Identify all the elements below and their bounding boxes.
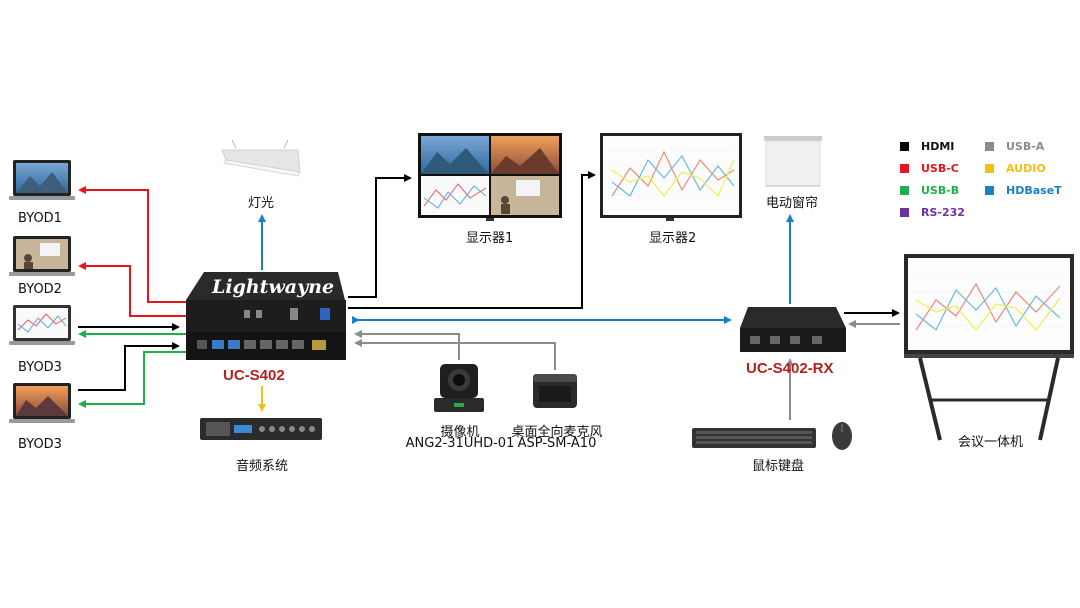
- byod1-label: BYOD1: [18, 211, 62, 226]
- hdmi-inputs: [78, 323, 180, 391]
- ptz-camera-icon: [434, 364, 484, 412]
- legend-swatch-audio: [985, 164, 994, 173]
- mic-model-label: ASP-SM-A10: [517, 436, 597, 451]
- display2-label: 显示器2: [649, 231, 697, 246]
- legend-swatch-hdbaset: [985, 186, 994, 195]
- switcher-brand-logo: Lightwayne: [212, 276, 335, 298]
- curtain-icon: [764, 136, 822, 187]
- switcher-model-label: UC-S402: [223, 367, 285, 384]
- switcher-uc-s402-icon: [186, 272, 346, 360]
- byod3-label-b: BYOD3: [18, 437, 62, 452]
- legend-rs232: RS-232: [900, 206, 965, 219]
- laptop-byod3-landscape-icon: [9, 383, 75, 423]
- conference-panel-icon: [904, 254, 1074, 441]
- legend-hdmi: HDMI: [900, 140, 954, 153]
- audio-processor-icon: [200, 418, 322, 440]
- legend-usb-b: USB-B: [900, 184, 959, 197]
- legend-usb-a: USB-A: [985, 140, 1044, 153]
- display2-icon: [600, 133, 742, 221]
- keyboard-icon: [692, 428, 816, 448]
- display1-label: 显示器1: [466, 231, 514, 246]
- legend-label-rs232: RS-232: [921, 206, 965, 219]
- legend-label-usb-b: USB-B: [921, 184, 960, 197]
- laptop-byod3-chart-icon: [9, 305, 75, 345]
- keyboard-mouse-label: 鼠标键盘: [752, 459, 805, 474]
- legend-swatch-usb-b: [900, 186, 909, 195]
- legend-label-usb-a: USB-A: [1006, 140, 1045, 153]
- ceiling-light-icon: [221, 139, 301, 177]
- receiver-uc-s402-rx-icon: [740, 307, 846, 352]
- camera-model-label: ANG2-31UHD-01: [405, 436, 515, 451]
- legend-swatch-rs232: [900, 208, 909, 217]
- hdbaset-link: [352, 214, 794, 324]
- audio-system-label: 音频系统: [236, 459, 289, 474]
- conference-panel-label: 会议一体机: [958, 435, 1024, 450]
- legend-swatch-hdmi: [900, 142, 909, 151]
- mouse-icon: [832, 422, 852, 450]
- legend-audio: AUDIO: [985, 162, 1046, 175]
- curtain-label: 电动窗帘: [766, 196, 819, 211]
- legend-swatch-usb-a: [985, 142, 994, 151]
- camera-name-label: 摄像机: [440, 425, 480, 440]
- legend-label-usb-c: USB-C: [921, 162, 959, 175]
- legend-label-hdbaset: HDBaseT: [1006, 184, 1062, 197]
- legend-swatch-usb-c: [900, 164, 909, 173]
- byod2-label: BYOD2: [18, 282, 62, 297]
- usb-c-connections: [78, 186, 186, 317]
- light-label: 灯光: [248, 196, 275, 211]
- receiver-model-label: UC-S402-RX: [746, 360, 834, 377]
- legend-label-hdmi: HDMI: [921, 140, 955, 153]
- legend-hdbaset: HDBaseT: [985, 184, 1062, 197]
- usb-b-connections: [78, 330, 186, 408]
- desktop-microphone-icon: [533, 374, 577, 408]
- laptop-byod2-icon: [9, 236, 75, 276]
- mic-name-label: 桌面全向麦克风: [511, 425, 603, 440]
- hdmi-outputs: [348, 171, 596, 309]
- legend-usb-c: USB-C: [900, 162, 959, 175]
- usb-a-connections: [354, 320, 900, 420]
- laptop-byod1-icon: [9, 160, 75, 200]
- legend-label-audio: AUDIO: [1006, 162, 1046, 175]
- byod3-label-a: BYOD3: [18, 360, 62, 375]
- display1-icon: [418, 133, 562, 221]
